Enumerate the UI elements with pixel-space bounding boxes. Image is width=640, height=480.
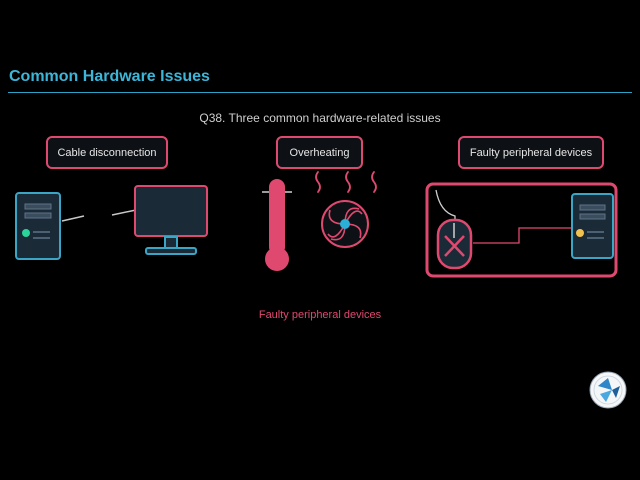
caption-text: Faulty peripheral devices: [258, 309, 382, 321]
desktop-tower-icon: [15, 192, 61, 260]
label-overheating: Overheating: [276, 136, 363, 169]
fan-icon: [321, 200, 369, 248]
cable-segment-right: [111, 209, 137, 216]
mouse-cable: [435, 189, 456, 226]
faulty-peripheral-frame: [425, 182, 618, 278]
monitor-icon: [134, 185, 208, 255]
mouse-error-icon: [436, 218, 473, 270]
logo-icon: [589, 371, 627, 409]
thermometer-icon: [262, 179, 292, 271]
peripheral-cable: [473, 227, 572, 244]
label-faulty-peripheral: Faulty peripheral devices: [458, 136, 604, 169]
desktop-tower-icon: [571, 193, 614, 259]
title-divider: [8, 92, 632, 93]
heat-waves-icon: [315, 171, 377, 193]
label-cable-disconnection: Cable disconnection: [46, 136, 168, 169]
cable-segment-left: [61, 215, 85, 222]
question-text: Q38. Three common hardware-related issue…: [199, 111, 441, 125]
slide-title: Common Hardware Issues: [9, 68, 210, 85]
